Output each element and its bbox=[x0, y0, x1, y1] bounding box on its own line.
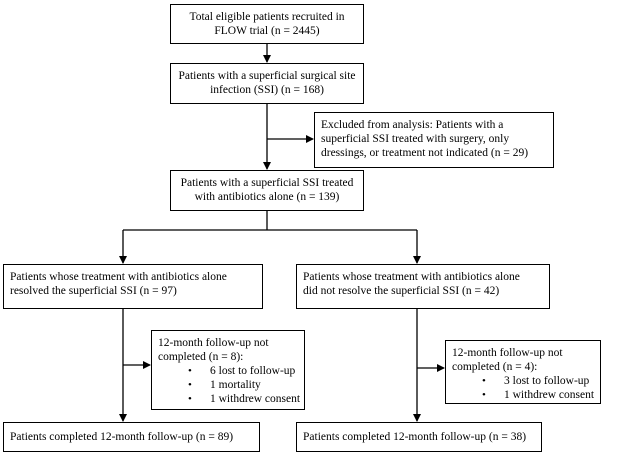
list-item: 1 withdrew consent bbox=[452, 388, 594, 402]
followup-left-line-2: completed (n = 8): bbox=[158, 351, 244, 363]
not-resolved-box: Patients whose treatment with antibiotic… bbox=[296, 264, 550, 309]
ssi-box: Patients with a superficial surgical sit… bbox=[170, 63, 364, 104]
resolved-box: Patients whose treatment with antibiotic… bbox=[3, 264, 263, 309]
antibiotics-box: Patients with a superficial SSI treated … bbox=[170, 170, 364, 211]
ssi-line-1: Patients with a superficial surgical sit… bbox=[178, 70, 356, 82]
antibiotics-line-2: with antibiotics alone (n = 139) bbox=[194, 191, 340, 203]
excluded-line-2: superficial SSI treated with surgery, on… bbox=[321, 133, 510, 145]
recruited-line-2: FLOW trial (n = 2445) bbox=[214, 25, 320, 37]
ssi-line-2: infection (SSI) (n = 168) bbox=[210, 84, 324, 96]
recruited-line-1: Total eligible patients recruited in bbox=[189, 11, 345, 23]
followup-right-line-1: 12-month follow-up not bbox=[452, 347, 563, 359]
followup-right-list: 3 lost to follow-up 1 withdrew consent bbox=[452, 374, 594, 402]
antibiotics-line-1: Patients with a superficial SSI treated bbox=[180, 177, 354, 189]
completed-right-box: Patients completed 12-month follow-up (n… bbox=[296, 422, 542, 452]
list-item: 1 withdrew consent bbox=[158, 392, 300, 406]
excluded-box: Excluded from analysis: Patients with a … bbox=[314, 112, 554, 168]
followup-right-box: 12-month follow-up not completed (n = 4)… bbox=[445, 340, 601, 404]
recruited-box: Total eligible patients recruited in FLO… bbox=[170, 4, 364, 44]
followup-left-box: 12-month follow-up not completed (n = 8)… bbox=[151, 330, 305, 410]
excluded-line-3: dressings, or treatment not indicated (n… bbox=[321, 147, 529, 159]
excluded-line-1: Excluded from analysis: Patients with a bbox=[321, 119, 504, 131]
followup-left-line-1: 12-month follow-up not bbox=[158, 337, 269, 349]
not-resolved-line-1: Patients whose treatment with antibiotic… bbox=[303, 271, 520, 283]
list-item: 6 lost to follow-up bbox=[158, 364, 298, 378]
completed-left-line: Patients completed 12-month follow-up (n… bbox=[10, 431, 234, 443]
list-item: 3 lost to follow-up bbox=[452, 374, 594, 388]
not-resolved-line-2: did not resolve the superficial SSI (n =… bbox=[303, 285, 500, 297]
list-item: 1 mortality bbox=[158, 378, 298, 392]
resolved-line-1: Patients whose treatment with antibiotic… bbox=[10, 271, 227, 283]
completed-left-box: Patients completed 12-month follow-up (n… bbox=[3, 422, 260, 452]
followup-left-list: 6 lost to follow-up 1 mortality 1 withdr… bbox=[158, 364, 300, 406]
followup-right-line-2: completed (n = 4): bbox=[452, 361, 538, 373]
resolved-line-2: resolved the superficial SSI (n = 97) bbox=[10, 285, 177, 297]
completed-right-line: Patients completed 12-month follow-up (n… bbox=[303, 431, 527, 443]
